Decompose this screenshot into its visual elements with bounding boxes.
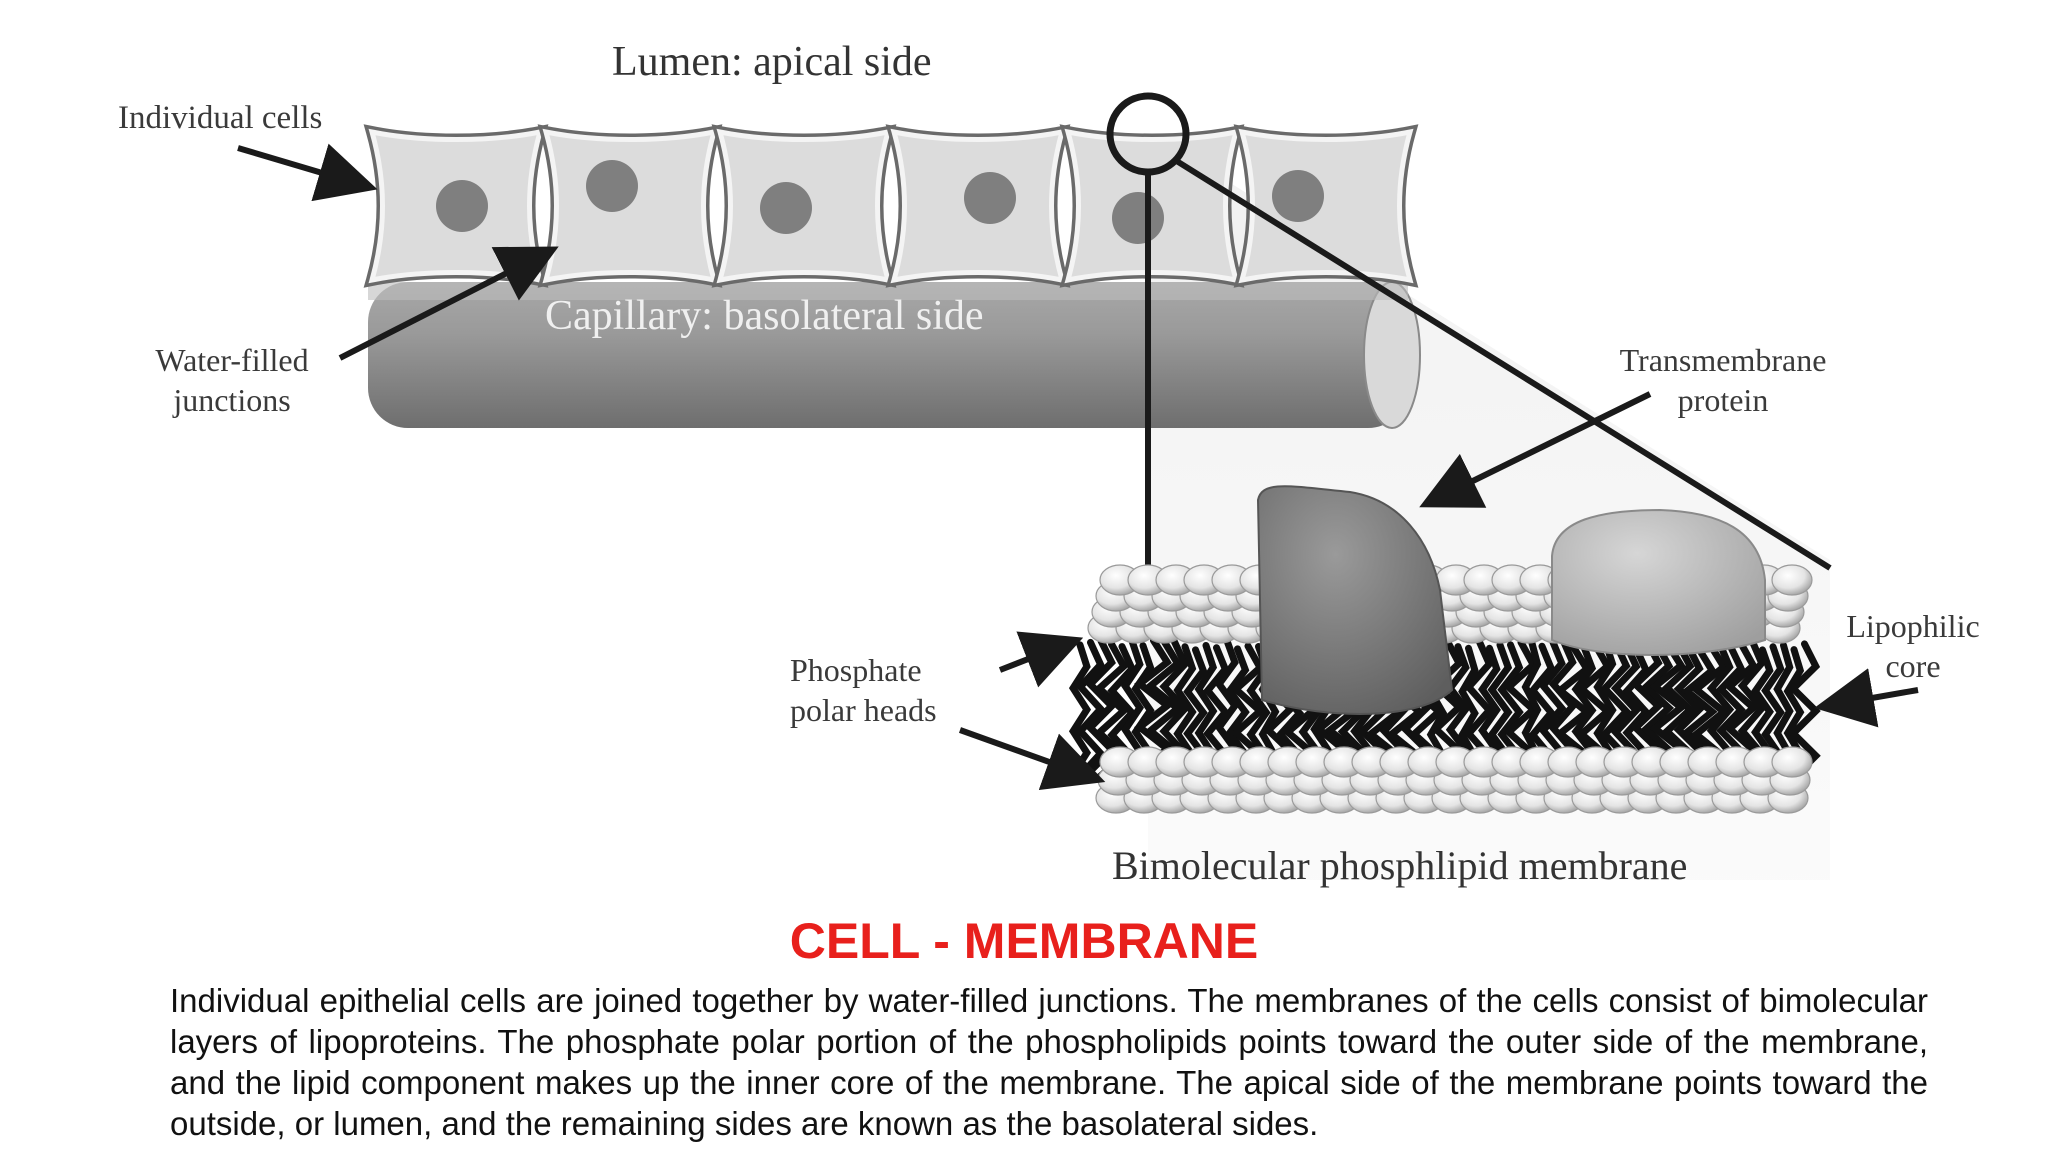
label-individual-cells: Individual cells (118, 100, 323, 136)
label-lipophilic-line2: core (1885, 648, 1941, 684)
label-phosphate-line1: Phosphate (790, 652, 922, 688)
arrow-phosphate-bottom (958, 727, 1106, 791)
polar-heads-bottom (1095, 746, 1813, 814)
label-water-filled-line2: junctions (173, 382, 291, 418)
label-phosphate-line2: polar heads (790, 692, 937, 728)
cell-body (542, 128, 718, 284)
label-water-filled-junctions: Water-filled junctions (132, 340, 332, 420)
cell-nucleus (1112, 192, 1164, 244)
zoom-line-right (1173, 157, 1832, 571)
arrow-phosphate-top (998, 631, 1084, 688)
cell-nucleus (964, 172, 1016, 224)
transmembrane-protein-small (1551, 508, 1766, 656)
label-capillary: Capillary: basolateral side (545, 293, 984, 339)
label-transmembrane-line1: Transmembrane (1619, 342, 1827, 378)
label-lumen: Lumen: apical side (612, 39, 932, 85)
epithelial-cells-row (363, 124, 1419, 288)
arrow-transmembrane (1419, 391, 1652, 508)
label-transmembrane-protein: Transmembrane protein (1598, 340, 1848, 420)
caption-title: CELL - MEMBRANE (789, 913, 1259, 969)
label-water-filled-line1: Water-filled (155, 342, 309, 378)
arrow-water-junctions (338, 246, 559, 361)
arrow-individual-cells (237, 143, 378, 202)
cell-nucleus (586, 160, 638, 212)
cell-membrane-illustration (237, 92, 1919, 880)
arrow-lipophilic-core (1814, 668, 1919, 728)
label-phosphate-polar-heads: Phosphate polar heads (790, 650, 937, 730)
label-lipophilic-core: Lipophilic core (1828, 606, 1998, 686)
caption-description: Individual epithelial cells are joined t… (170, 982, 1928, 1142)
label-bimolecular-membrane: Bimolecular phosphlipid membrane (1112, 843, 1688, 888)
cell-nucleus (436, 180, 488, 232)
cell-nucleus (1272, 170, 1324, 222)
transmembrane-protein-large (1256, 485, 1454, 715)
annotation-arrows (237, 143, 1919, 791)
cell-body (1238, 128, 1414, 284)
cell-nucleus (760, 182, 812, 234)
label-lipophilic-line1: Lipophilic (1846, 608, 1980, 644)
label-transmembrane-line2: protein (1677, 382, 1769, 418)
